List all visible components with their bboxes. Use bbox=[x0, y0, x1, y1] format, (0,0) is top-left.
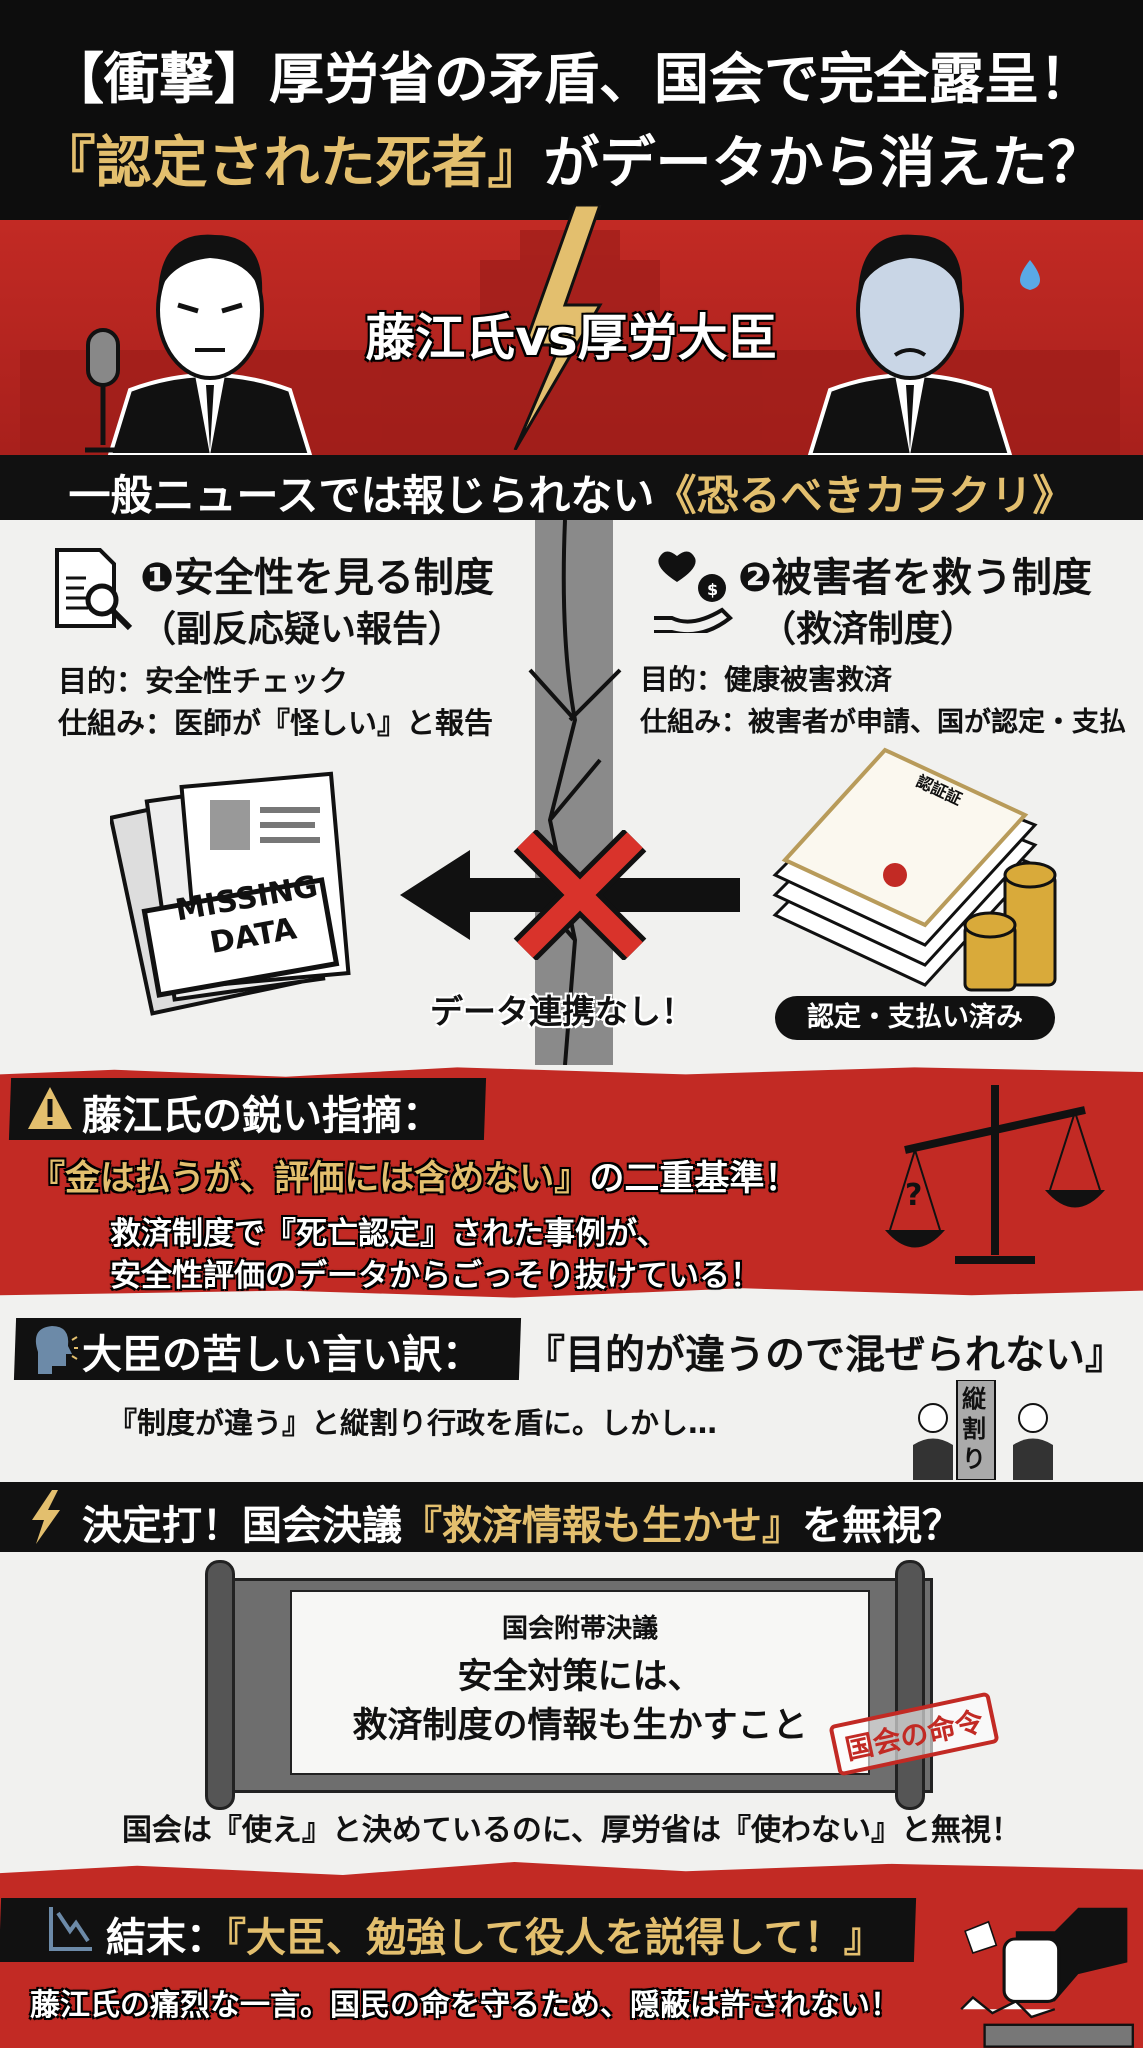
missing-data-documents-illustration bbox=[110, 771, 351, 1016]
subtitle: 一般ニュースでは報じられない《恐るべきカラクリ》 bbox=[0, 462, 1143, 523]
title-line-1: 【衝撃】厚労省の矛盾、国会で完全露呈！ bbox=[48, 47, 1094, 111]
point-highlight-line: 『金は払うが、評価には含めない』の二重基準！ bbox=[30, 1150, 799, 1201]
scroll-right-roller bbox=[895, 1560, 925, 1810]
conclusion-highlight: 『大臣、勉強して役人を説得して！』 bbox=[226, 1915, 884, 1961]
heart-hand-money-icon: $ bbox=[654, 551, 734, 633]
number-badge-1: ❶ bbox=[140, 555, 174, 601]
excuse-heading: 大臣の苦しい言い訳： bbox=[82, 1332, 482, 1378]
title-line-2: 『認定された死者』がデータから消えた？ bbox=[0, 118, 1143, 199]
right-purpose: 目的：健康被害救済 bbox=[640, 663, 893, 696]
scroll-paper bbox=[290, 1590, 870, 1775]
left-title-text: 安全性を見る制度 bbox=[173, 555, 494, 601]
crack-lines bbox=[528, 520, 622, 1065]
point-highlight: 『金は払うが、評価には含めない』 bbox=[30, 1159, 590, 1199]
right-system-title: ❷被害者を救う制度 bbox=[738, 545, 1092, 603]
paid-badge: 認定・支払い済み bbox=[775, 996, 1055, 1040]
scroll-title: 国会附帯決議 bbox=[501, 1614, 658, 1644]
subtitle-band bbox=[0, 455, 1143, 520]
header-band bbox=[0, 0, 1143, 220]
point-body-line-1: 救済制度で『死亡認定』された事例が、 bbox=[110, 1216, 668, 1252]
number-badge-2: ❷ bbox=[738, 555, 772, 601]
speaking-head-icon bbox=[35, 1326, 78, 1374]
conclusion-prefix: 結末： bbox=[106, 1915, 226, 1961]
fist-slamming-desk-illustration bbox=[960, 1907, 1134, 2048]
sweat-drop-icon bbox=[1020, 260, 1040, 290]
decisive-title: 決定打！国会決議『救済情報も生かせ』を無視？ bbox=[82, 1493, 962, 1551]
title-rest: がデータから消えた？ bbox=[543, 131, 1104, 196]
point-heading: 藤江氏の鋭い指摘： bbox=[82, 1093, 442, 1139]
point-highlight-suffix: の二重基準！ bbox=[589, 1159, 800, 1199]
svg-text:?: ? bbox=[905, 1178, 922, 1213]
right-system-subtitle: （救済制度） bbox=[760, 609, 977, 650]
decisive-band bbox=[0, 1482, 1143, 1552]
unbalanced-scale-icon: ? bbox=[885, 1085, 1105, 1264]
decisive-prefix: 決定打！国会決議 bbox=[82, 1503, 402, 1549]
lightning-icon bbox=[32, 1490, 60, 1544]
left-system-subtitle: （副反応疑い報告） bbox=[140, 609, 465, 650]
scroll-line-2: 救済制度の情報も生かすこと bbox=[352, 1706, 808, 1746]
certificate-stack-illustration: 認証証 bbox=[772, 747, 1057, 992]
subtitle-highlight: 《恐るべきカラクリ》 bbox=[654, 471, 1075, 520]
svg-text:$: $ bbox=[707, 580, 718, 599]
subtitle-plain: 一般ニュースでは報じられない bbox=[68, 471, 655, 520]
minister-illustration bbox=[807, 234, 1040, 455]
lightning-bolt-icon bbox=[513, 205, 603, 450]
silo-pillar-label: 縦割り bbox=[962, 1385, 986, 1473]
trend-down-icon bbox=[49, 1907, 92, 1951]
decisive-suffix: を無視？ bbox=[802, 1503, 962, 1549]
blocked-arrow-icon bbox=[400, 830, 740, 960]
left-purpose: 目的：安全性チェック bbox=[58, 664, 349, 698]
excuse-quote: 『目的が違うので混ぜられない』 bbox=[525, 1332, 1125, 1378]
right-title-text: 被害者を救う制度 bbox=[771, 555, 1092, 601]
excuse-body: 『制度が違う』と縦割り行政を盾に。しかし… bbox=[108, 1406, 718, 1440]
versus-title: 藤江氏vs厚労大臣 bbox=[365, 309, 778, 367]
left-politician-illustration bbox=[85, 234, 313, 455]
microphone-icon bbox=[85, 328, 121, 453]
conclusion-title: 結末：『大臣、勉強して役人を説得して！』 bbox=[106, 1905, 884, 1963]
scroll-line-1: 安全対策には、 bbox=[457, 1657, 703, 1697]
point-body-line-2: 安全性評価のデータからごっそり抜けている！ bbox=[110, 1258, 761, 1294]
document-search-icon bbox=[55, 548, 133, 631]
right-mechanism: 仕組み：被害者が申請、国が認定・支払 bbox=[640, 707, 1126, 738]
decisive-highlight: 『救済情報も生かせ』 bbox=[402, 1503, 802, 1549]
no-data-link-label: データ連携なし！ bbox=[430, 992, 694, 1031]
coin-stack-icon bbox=[963, 861, 1057, 992]
conclusion-body: 藤江氏の痛烈な一言。国民の命を守るため、隠蔽は許されない！ bbox=[30, 1988, 900, 2023]
left-mechanism: 仕組み：医師が『怪しい』と報告 bbox=[58, 706, 494, 740]
title-highlight: 『認定された死者』 bbox=[39, 131, 544, 196]
vertical-silo-officials-illustration bbox=[913, 1380, 1053, 1480]
decisive-note: 国会は『使え』と決めているのに、厚労省は『使わない』と無視！ bbox=[121, 1813, 1022, 1848]
warning-icon bbox=[28, 1087, 72, 1129]
left-system-title: ❶安全性を見る制度 bbox=[140, 545, 494, 603]
scroll-left-roller bbox=[205, 1560, 235, 1810]
